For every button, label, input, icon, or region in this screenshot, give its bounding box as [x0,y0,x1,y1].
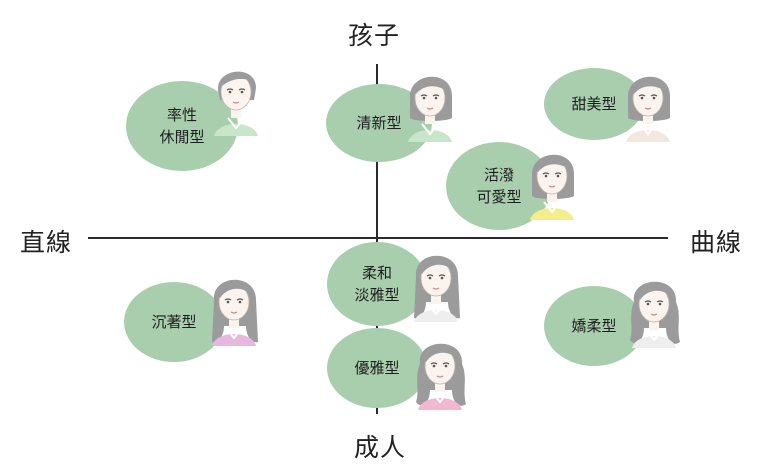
woman-portrait-icon [620,62,676,142]
woman-portrait-icon [524,140,580,220]
vertical-axis [376,64,378,414]
axis-label-right: 曲線 [690,228,743,257]
type-bubble-graceful: 優雅型 [327,328,427,408]
woman-portrait-icon [206,266,262,346]
woman-portrait-icon [408,242,464,322]
type-bubble-soft-elegant: 柔和 淡雅型 [327,242,427,326]
axis-label-bottom: 成人 [354,433,407,462]
woman-portrait-icon [402,62,458,142]
type-bubble-delicate: 嬌柔型 [544,286,644,366]
horizontal-axis [88,237,668,239]
axis-label-top: 孩子 [348,21,401,50]
woman-portrait-icon [412,330,468,410]
axis-label-left: 直線 [20,228,73,257]
woman-portrait-icon [208,56,264,136]
type-bubble-calm: 沉著型 [124,282,224,362]
type-bubble-sweet: 甜美型 [544,68,644,140]
woman-portrait-icon [626,268,682,348]
